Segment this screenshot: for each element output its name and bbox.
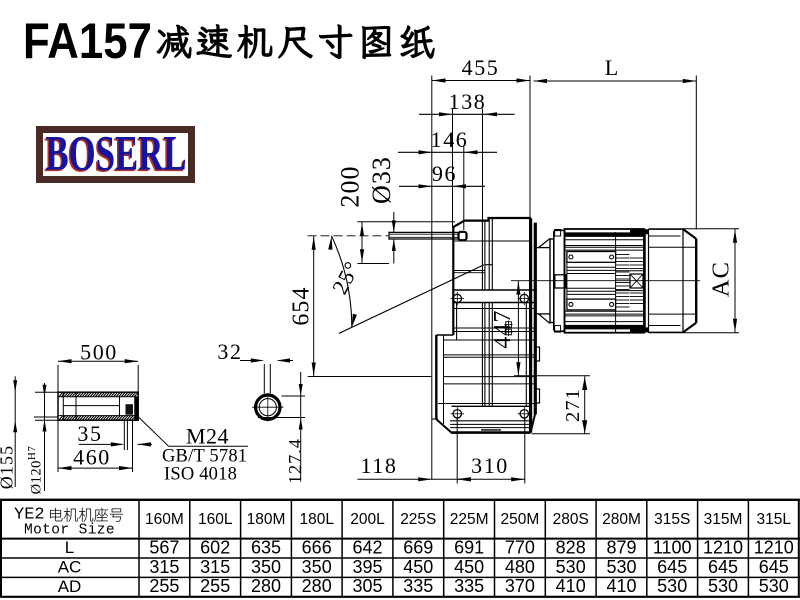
svg-text:25°: 25° [327, 256, 365, 298]
svg-text:335: 335 [403, 576, 433, 596]
svg-text:530: 530 [606, 557, 636, 577]
svg-text:BOSERL: BOSERL [46, 126, 187, 181]
svg-text:305: 305 [352, 576, 382, 596]
svg-text:ISO 4018: ISO 4018 [164, 464, 237, 484]
svg-text:M24: M24 [186, 424, 229, 449]
svg-text:480: 480 [505, 557, 535, 577]
svg-text:Motor Size: Motor Size [24, 522, 115, 538]
svg-text:Ø120H7: Ø120H7 [26, 446, 45, 495]
svg-text:645: 645 [657, 557, 687, 577]
svg-text:530: 530 [708, 576, 738, 596]
svg-text:280M: 280M [602, 511, 641, 528]
svg-text:645: 645 [708, 557, 738, 577]
svg-text:AC: AC [708, 261, 735, 297]
svg-text:410: 410 [556, 576, 586, 596]
svg-text:315: 315 [149, 557, 179, 577]
svg-text:530: 530 [657, 576, 687, 596]
svg-text:200: 200 [335, 165, 364, 207]
svg-text:315L: 315L [757, 511, 792, 528]
svg-text:280: 280 [302, 576, 332, 596]
svg-text:32: 32 [217, 339, 242, 364]
svg-text:255: 255 [149, 576, 179, 596]
svg-text:180L: 180L [299, 511, 334, 528]
svg-text:127.4: 127.4 [285, 438, 305, 484]
svg-text:669: 669 [403, 537, 433, 557]
svg-text:879: 879 [606, 537, 636, 557]
svg-text:YE2: YE2 [14, 505, 45, 524]
svg-text:315S: 315S [654, 511, 690, 528]
svg-text:335: 335 [454, 576, 484, 596]
svg-text:1210: 1210 [703, 537, 743, 557]
svg-text:L: L [65, 538, 74, 557]
svg-text:602: 602 [200, 537, 230, 557]
svg-text:450: 450 [454, 557, 484, 577]
svg-text:225M: 225M [450, 511, 489, 528]
svg-text:160M: 160M [145, 511, 184, 528]
svg-text:118: 118 [361, 453, 398, 478]
svg-text:635: 635 [251, 537, 281, 557]
svg-text:530: 530 [556, 557, 586, 577]
svg-text:96: 96 [432, 161, 457, 186]
svg-text:138: 138 [449, 89, 487, 114]
svg-text:146: 146 [431, 127, 469, 152]
svg-text:180M: 180M [247, 511, 286, 528]
svg-text:410: 410 [606, 576, 636, 596]
svg-text:642: 642 [352, 537, 382, 557]
svg-text:280S: 280S [553, 511, 589, 528]
svg-text:310: 310 [471, 453, 509, 478]
svg-text:35: 35 [77, 421, 102, 446]
svg-text:200L: 200L [350, 511, 385, 528]
svg-text:Ø155: Ø155 [0, 445, 16, 489]
svg-text:770: 770 [505, 537, 535, 557]
svg-text:160L: 160L [198, 511, 233, 528]
svg-text:450: 450 [403, 557, 433, 577]
svg-text:255: 255 [200, 576, 230, 596]
svg-text:BOSERL: BOSERL [44, 127, 185, 182]
svg-text:460: 460 [73, 445, 111, 470]
svg-text:350: 350 [251, 557, 281, 577]
svg-text:828: 828 [556, 537, 586, 557]
svg-text:1100: 1100 [653, 537, 692, 557]
svg-text:666: 666 [302, 537, 332, 557]
svg-text:350: 350 [302, 557, 332, 577]
svg-text:L: L [605, 55, 618, 80]
svg-text:1210: 1210 [754, 537, 794, 557]
svg-text:315M: 315M [704, 511, 743, 528]
svg-text:530: 530 [759, 576, 789, 596]
svg-text:AD: AD [58, 577, 82, 596]
svg-text:645: 645 [759, 557, 789, 577]
svg-text:395: 395 [352, 557, 382, 577]
svg-text:691: 691 [454, 537, 484, 557]
svg-text:455: 455 [462, 55, 500, 80]
svg-text:447: 447 [490, 309, 516, 348]
svg-text:271: 271 [562, 388, 584, 422]
svg-text:567: 567 [149, 537, 179, 557]
svg-text:315: 315 [200, 557, 230, 577]
svg-text:Ø33: Ø33 [367, 156, 396, 204]
svg-text:250M: 250M [501, 511, 540, 528]
svg-text:AC: AC [58, 557, 82, 576]
svg-text:654: 654 [289, 286, 315, 325]
svg-text:370: 370 [505, 576, 535, 596]
svg-text:225S: 225S [400, 511, 436, 528]
svg-text:500: 500 [80, 340, 118, 365]
svg-text:GB/T 5781: GB/T 5781 [162, 446, 247, 466]
svg-text:280: 280 [251, 576, 281, 596]
